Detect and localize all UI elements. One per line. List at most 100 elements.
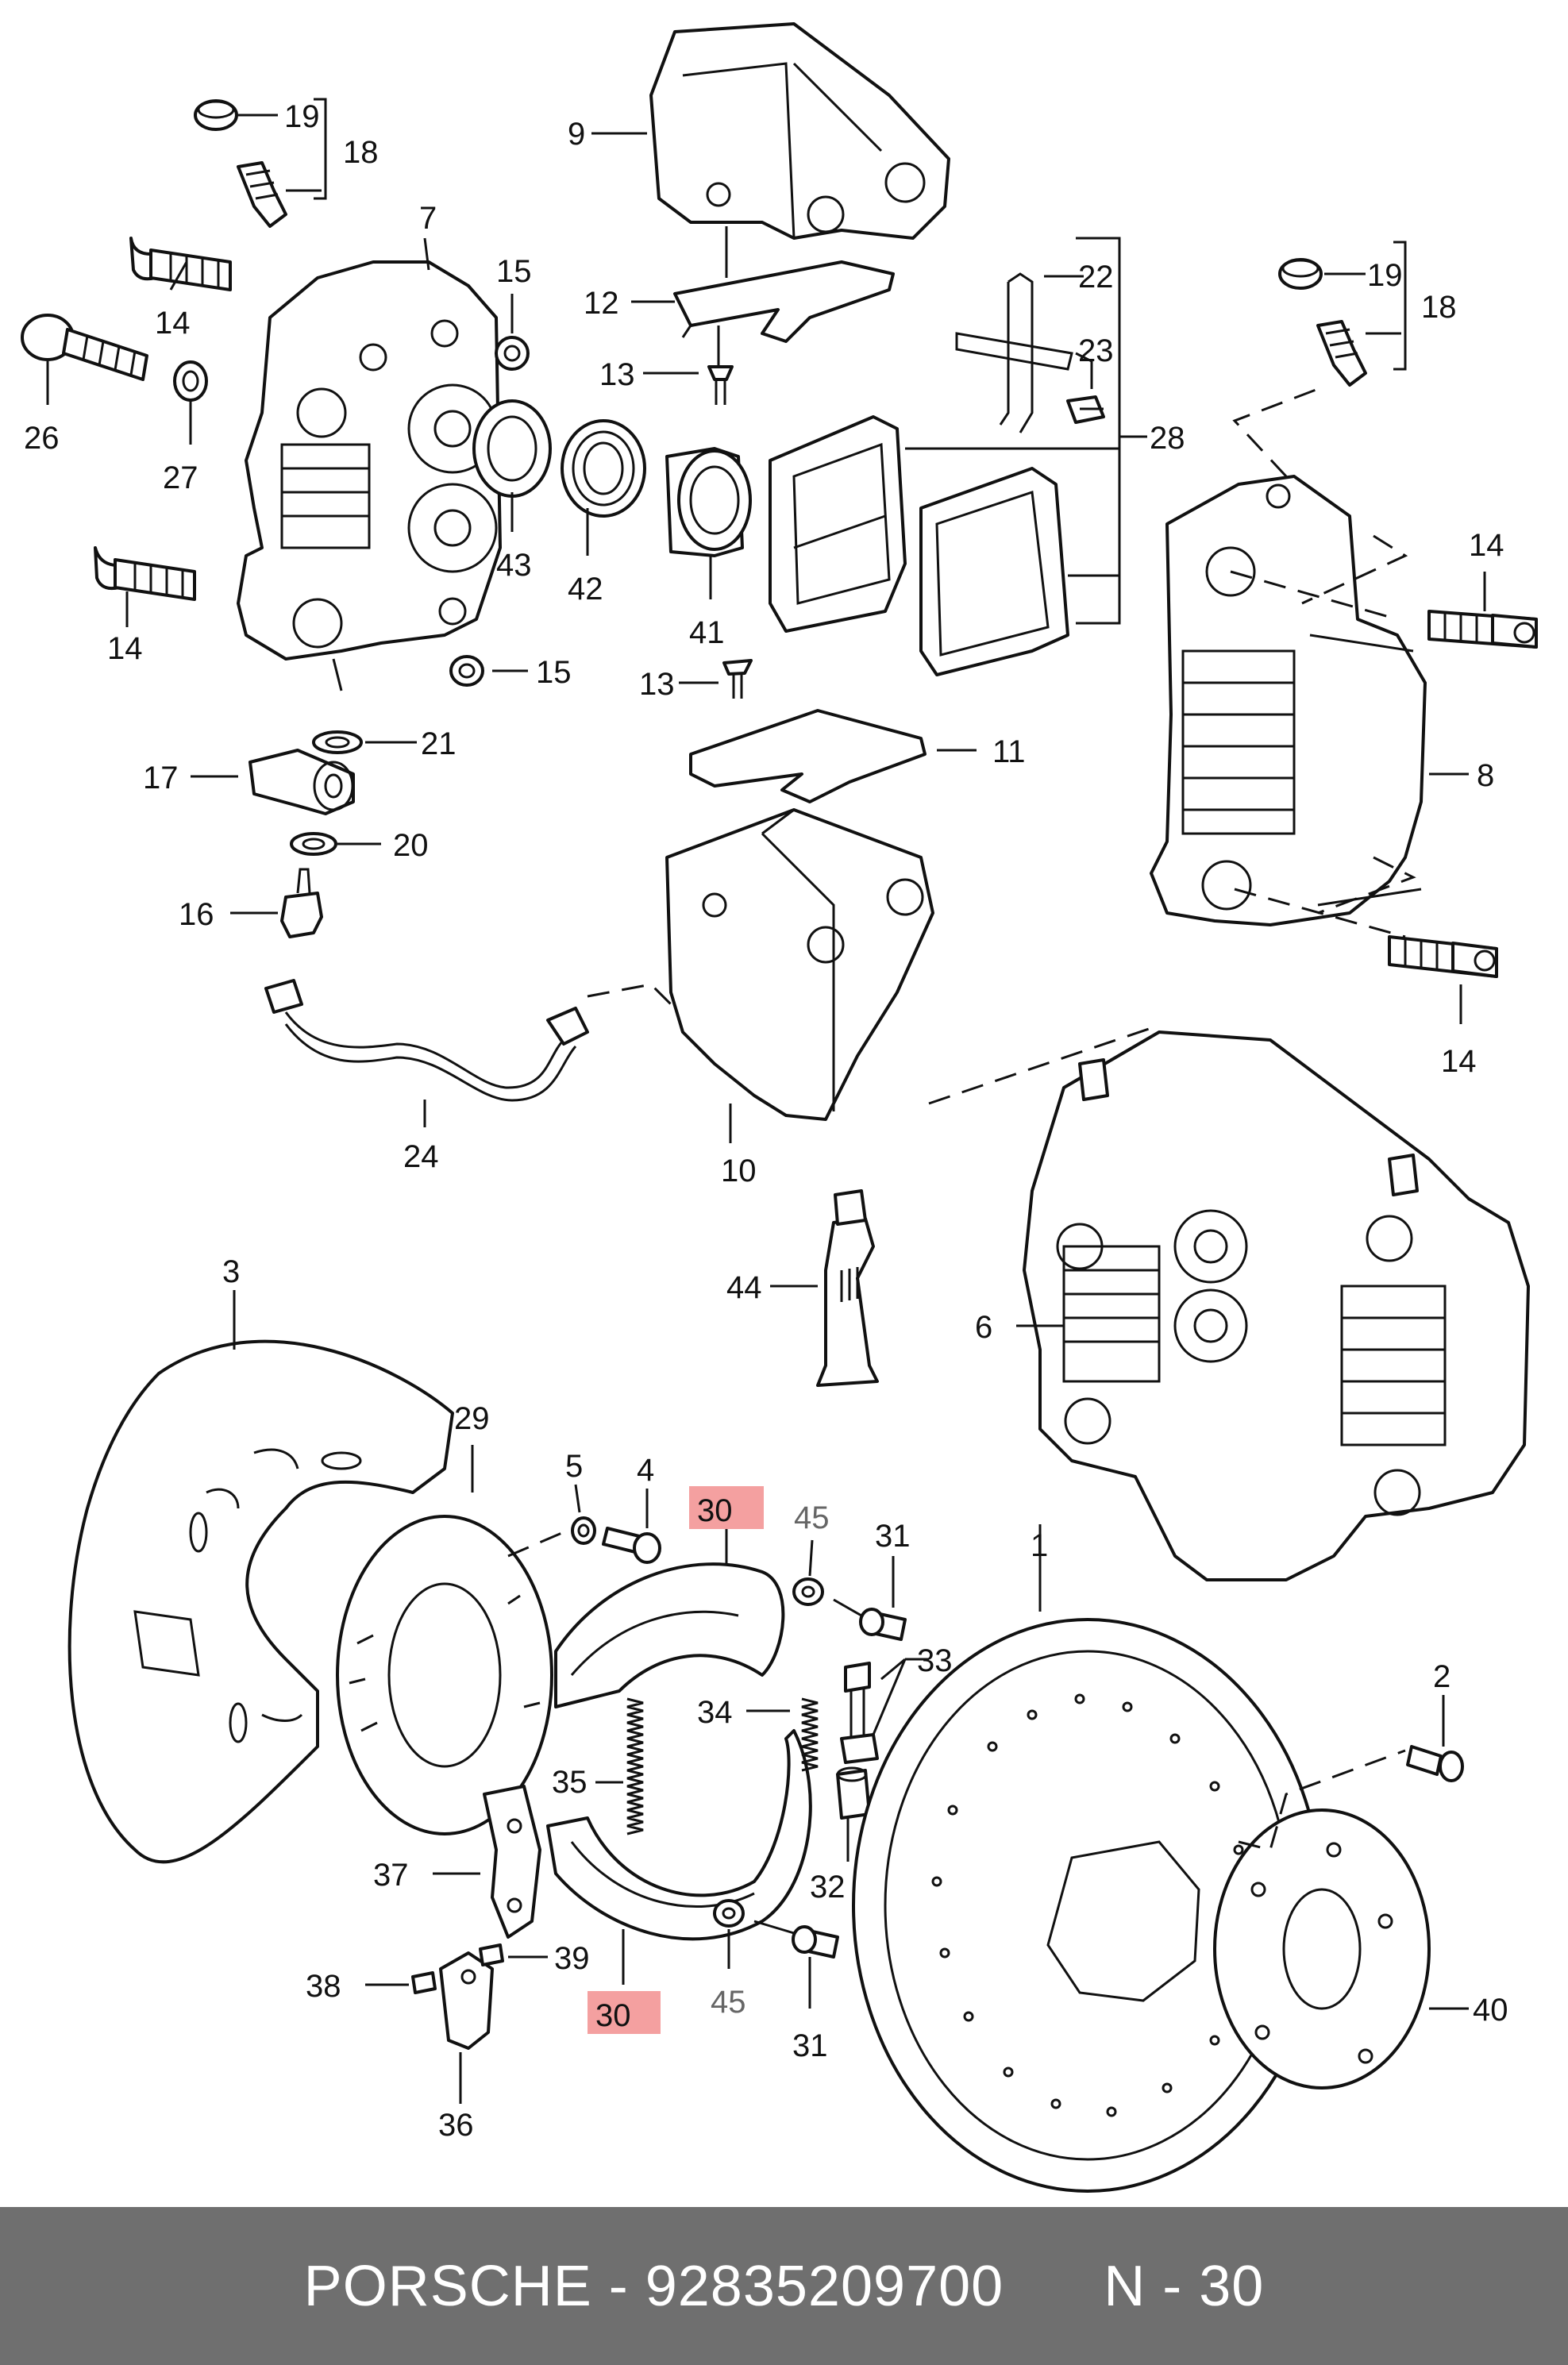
- callout-18-left: 18: [343, 135, 379, 170]
- callout-45-lower: 45: [711, 1985, 746, 2020]
- callout-14-a: 14: [155, 306, 191, 341]
- fitting-16: [280, 868, 323, 938]
- callout-35: 35: [552, 1765, 588, 1800]
- shoe-30-upper: [554, 1562, 785, 1708]
- washer-45-b: [713, 1899, 745, 1928]
- callout-13-top: 13: [599, 357, 635, 392]
- callout-43: 43: [496, 548, 532, 583]
- bolt-14-c: [1427, 610, 1538, 649]
- caliper-right: [1150, 475, 1427, 926]
- pin-39: [479, 1943, 504, 1966]
- footer-text: PORSCHE - 92835209700 N - 30: [304, 2254, 1265, 2319]
- callout-28: 28: [1150, 421, 1185, 456]
- screw-4: [602, 1527, 661, 1564]
- pin-31-b: [753, 1920, 839, 1959]
- callout-9: 9: [568, 117, 585, 152]
- callout-7: 7: [419, 201, 437, 236]
- plate-11: [689, 709, 927, 803]
- callout-13-mid: 13: [639, 667, 675, 702]
- callout-32: 32: [810, 1870, 846, 1905]
- shield-29: [336, 1515, 553, 1835]
- callout-14-c: 14: [1469, 528, 1504, 563]
- tube-44: [816, 1189, 879, 1387]
- callout-23: 23: [1078, 333, 1114, 368]
- callout-labels: 1 2 3 4 5 6 7 8 9 10 11 12 13 13 14 14 1…: [24, 99, 1508, 2143]
- callout-38: 38: [306, 1969, 341, 2004]
- lever-37: [483, 1785, 541, 1939]
- piston-41: [665, 447, 752, 557]
- callout-19-right: 19: [1367, 258, 1403, 293]
- caliper-left: [237, 260, 502, 691]
- callout-1: 1: [1031, 1528, 1048, 1563]
- footer-bar: PORSCHE - 92835209700 N - 30: [0, 2207, 1568, 2365]
- callout-44: 44: [726, 1270, 762, 1305]
- hub-40: [1213, 1808, 1431, 2090]
- bleeder-cap-left: [194, 99, 238, 131]
- highlight-30-lower: [588, 1991, 661, 2034]
- part-number: 92835209700: [645, 2254, 1004, 2318]
- callout-2: 2: [1433, 1659, 1450, 1694]
- callout-16: 16: [179, 897, 214, 932]
- callout-15-a: 15: [496, 254, 532, 289]
- callout-18-right: 18: [1421, 290, 1457, 325]
- footer-separator: -: [591, 2254, 645, 2318]
- callout-5: 5: [565, 1449, 583, 1484]
- callout-33: 33: [917, 1643, 953, 1678]
- pin-38: [411, 1971, 437, 1994]
- shoe-30-lower: [546, 1729, 812, 1941]
- callout-14-b: 14: [107, 631, 143, 666]
- callout-22: 22: [1078, 260, 1114, 295]
- hose-24: [264, 979, 589, 1102]
- pad-28-a: [769, 415, 907, 633]
- screw-13-mid: [722, 659, 753, 699]
- bolt-14-b: [94, 546, 196, 601]
- adjuster-33: [840, 1662, 879, 1764]
- washer-27: [173, 360, 208, 402]
- callout-29: 29: [454, 1401, 490, 1436]
- leader-lines: [46, 98, 1486, 2104]
- bracket-36: [439, 1951, 494, 2050]
- assembly-dashed-lines: [507, 387, 1416, 1851]
- caliper-assembly-6: [1023, 1030, 1530, 1581]
- bracket-10: [665, 808, 934, 1121]
- callout-31-upper: 31: [875, 1519, 911, 1554]
- callout-31-lower: 31: [792, 2028, 828, 2063]
- callout-42: 42: [568, 572, 603, 607]
- washer-15-a: [495, 336, 530, 371]
- bolt-14-d: [1388, 935, 1498, 978]
- callout-11: 11: [992, 734, 1026, 769]
- exploded-parts-diagram: 1 2 3 4 5 6 7 8 9 10 11 12 13 13 14 14 1…: [21, 22, 1538, 2193]
- callout-21: 21: [421, 726, 457, 761]
- callout-34: 34: [697, 1695, 733, 1730]
- bleeder-valve-right: [1316, 320, 1367, 387]
- highlight-30-upper: [689, 1486, 764, 1529]
- banjo-17: [248, 749, 355, 815]
- washer-5: [571, 1516, 596, 1545]
- callout-36: 36: [438, 2108, 474, 2143]
- callout-3: 3: [222, 1254, 240, 1289]
- bolt-14-a: [129, 237, 232, 291]
- pin-31-a: [833, 1598, 907, 1641]
- washer-21: [312, 730, 363, 754]
- washer-20: [290, 832, 337, 856]
- callout-14-d: 14: [1441, 1044, 1477, 1079]
- screw-13-top: [707, 365, 734, 405]
- callout-19-left: 19: [284, 99, 320, 134]
- screw-2: [1406, 1745, 1464, 1782]
- callout-6: 6: [975, 1310, 992, 1345]
- callout-45-upper: 45: [794, 1500, 830, 1535]
- callout-20: 20: [393, 828, 429, 863]
- callout-12: 12: [584, 286, 619, 321]
- spring-34: [801, 1697, 819, 1772]
- nut-32: [836, 1766, 871, 1820]
- diagram-position: N - 30: [1104, 2254, 1265, 2318]
- callout-8: 8: [1477, 758, 1494, 793]
- footer-gap: [1004, 2255, 1104, 2318]
- pad-28-b: [919, 467, 1069, 676]
- bracket-top: [649, 22, 950, 240]
- callout-4: 4: [637, 1453, 654, 1488]
- bleeder-valve-left: [237, 161, 287, 228]
- callout-26: 26: [24, 421, 60, 456]
- callout-30-lower: 30: [595, 1998, 631, 2033]
- washer-45-a: [792, 1577, 824, 1606]
